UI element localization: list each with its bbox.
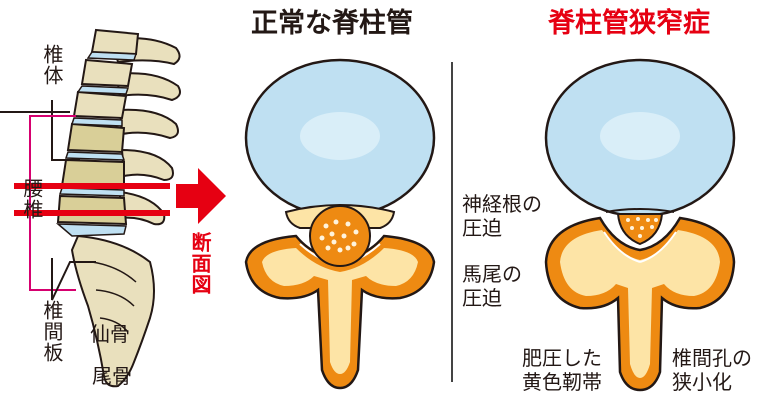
- cross-section-label: 断面図: [188, 232, 212, 295]
- spinous-process-2: [114, 72, 181, 102]
- foramen-narrowing-label: 椎間孔の 狭小化: [672, 346, 752, 394]
- disc-3: [70, 117, 123, 127]
- upper-vertebra-2: [80, 58, 134, 88]
- upper-vertebra-3: [72, 90, 128, 120]
- cross-section-arrow: [176, 168, 226, 224]
- leader-lines: [0, 100, 96, 301]
- sacrum-label: 仙骨: [90, 322, 130, 346]
- upper-vertebra-1: [90, 28, 140, 56]
- lumbar-bracket: [29, 115, 44, 291]
- intervertebral-disc-label: 椎間板: [40, 300, 64, 363]
- lumbar-vertebra-1: [66, 122, 126, 154]
- disc-6: [55, 223, 127, 237]
- ligament-flavum-label: 肥圧した 黄色靭帯: [522, 346, 602, 394]
- sacrum-shape: [70, 234, 155, 388]
- normal-cross-section: [244, 58, 436, 390]
- nerve-root-compression-label: 神経根の 圧迫: [462, 192, 542, 240]
- stenosis-cross-section: [544, 58, 736, 392]
- cut-lines: [14, 183, 170, 216]
- spinous-process-3: [118, 108, 179, 140]
- disc-2: [76, 85, 130, 95]
- disc-5: [58, 187, 125, 197]
- lumbar-vertebrae-label: 腰椎: [20, 178, 44, 220]
- normal-spinal-cord: [309, 205, 371, 267]
- stenosis-ligament: [560, 230, 720, 378]
- stenosis-title: 脊柱管狭窄症: [548, 8, 710, 39]
- spine-side-view: [55, 28, 181, 388]
- disc-1: [86, 51, 138, 61]
- coccyx-label: 尾骨: [92, 364, 132, 388]
- disc-4: [64, 151, 126, 161]
- spinous-process-5: [119, 190, 166, 226]
- normal-canal-title: 正常な脊柱管: [251, 8, 413, 39]
- cauda-equina-compression-label: 馬尾の 圧迫: [462, 262, 522, 310]
- vertebral-body-label: 椎体: [40, 44, 64, 86]
- spinous-process-4: [120, 148, 174, 182]
